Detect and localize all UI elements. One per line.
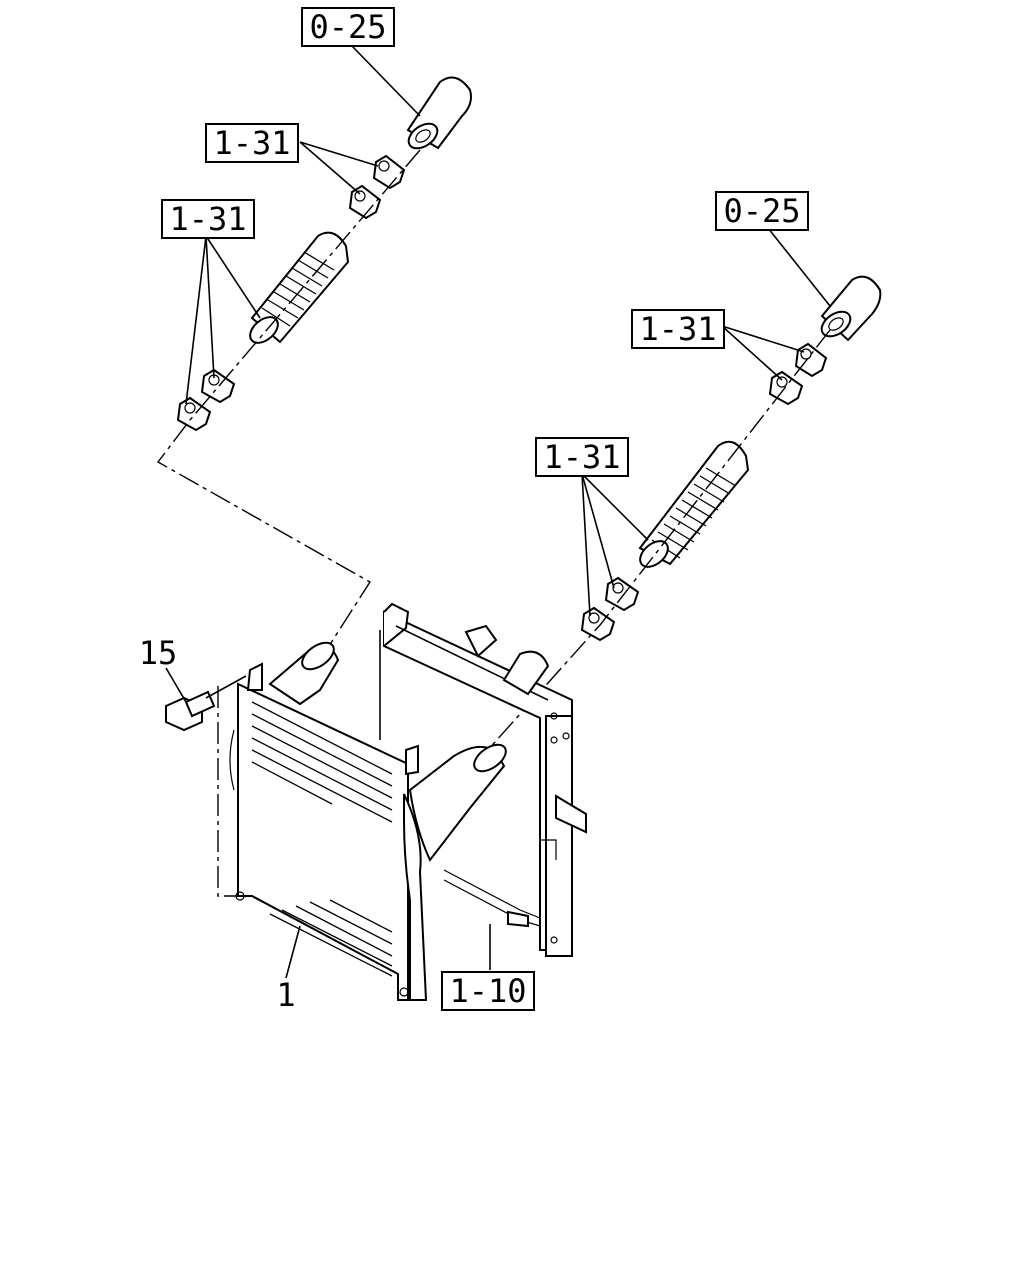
radiator-icon: [379, 602, 587, 957]
hose-clamp-icon: [794, 342, 828, 378]
hose-clamp-icon: [200, 368, 236, 404]
left-hose-assembly: [156, 76, 472, 661]
callout-1-intercooler: 1: [276, 976, 295, 1014]
hose-clamp-icon: [604, 576, 640, 612]
hose-clamp-icon: [580, 606, 616, 642]
callout-1-31-upper-right: 1-31: [631, 309, 725, 349]
corrugated-hose-icon: [638, 440, 750, 568]
leader-lines: [165, 45, 831, 979]
callout-text: 0-25: [309, 8, 386, 46]
hose-clamp-icon: [176, 396, 212, 432]
pipe-end-top-left: [406, 76, 472, 150]
corrugated-hose-icon: [249, 231, 350, 344]
callout-text: 1-10: [449, 972, 526, 1010]
intercooler-icon: [217, 641, 507, 1001]
pipe-end-top-right: [820, 275, 882, 342]
callout-1-31-lower-left: 1-31: [161, 199, 255, 239]
flange-bolt-icon: [165, 675, 247, 732]
hose-clamp-icon: [348, 184, 382, 220]
callout-text: 1-31: [169, 200, 246, 238]
callout-text: 0-25: [723, 192, 800, 230]
callout-text: 1: [276, 976, 295, 1014]
callout-text: 1-31: [213, 124, 290, 162]
hose-clamp-icon: [768, 370, 804, 406]
callout-1-31-lower-right: 1-31: [535, 437, 629, 477]
callout-0-25-top-left: 0-25: [301, 7, 395, 47]
callout-15-bolt: 15: [139, 634, 178, 672]
callout-text: 15: [139, 634, 178, 672]
callout-text: 1-31: [639, 310, 716, 348]
assembly-axis-line: [156, 149, 421, 661]
callout-text: 1-31: [543, 438, 620, 476]
bolt-axis-line: [217, 686, 240, 897]
callout-1-10-radiator: 1-10: [441, 971, 535, 1011]
callout-0-25-top-right: 0-25: [715, 191, 809, 231]
callout-1-31-upper-left: 1-31: [205, 123, 299, 163]
right-hose-assembly: [485, 275, 882, 753]
hose-clamp-icon: [372, 154, 406, 190]
